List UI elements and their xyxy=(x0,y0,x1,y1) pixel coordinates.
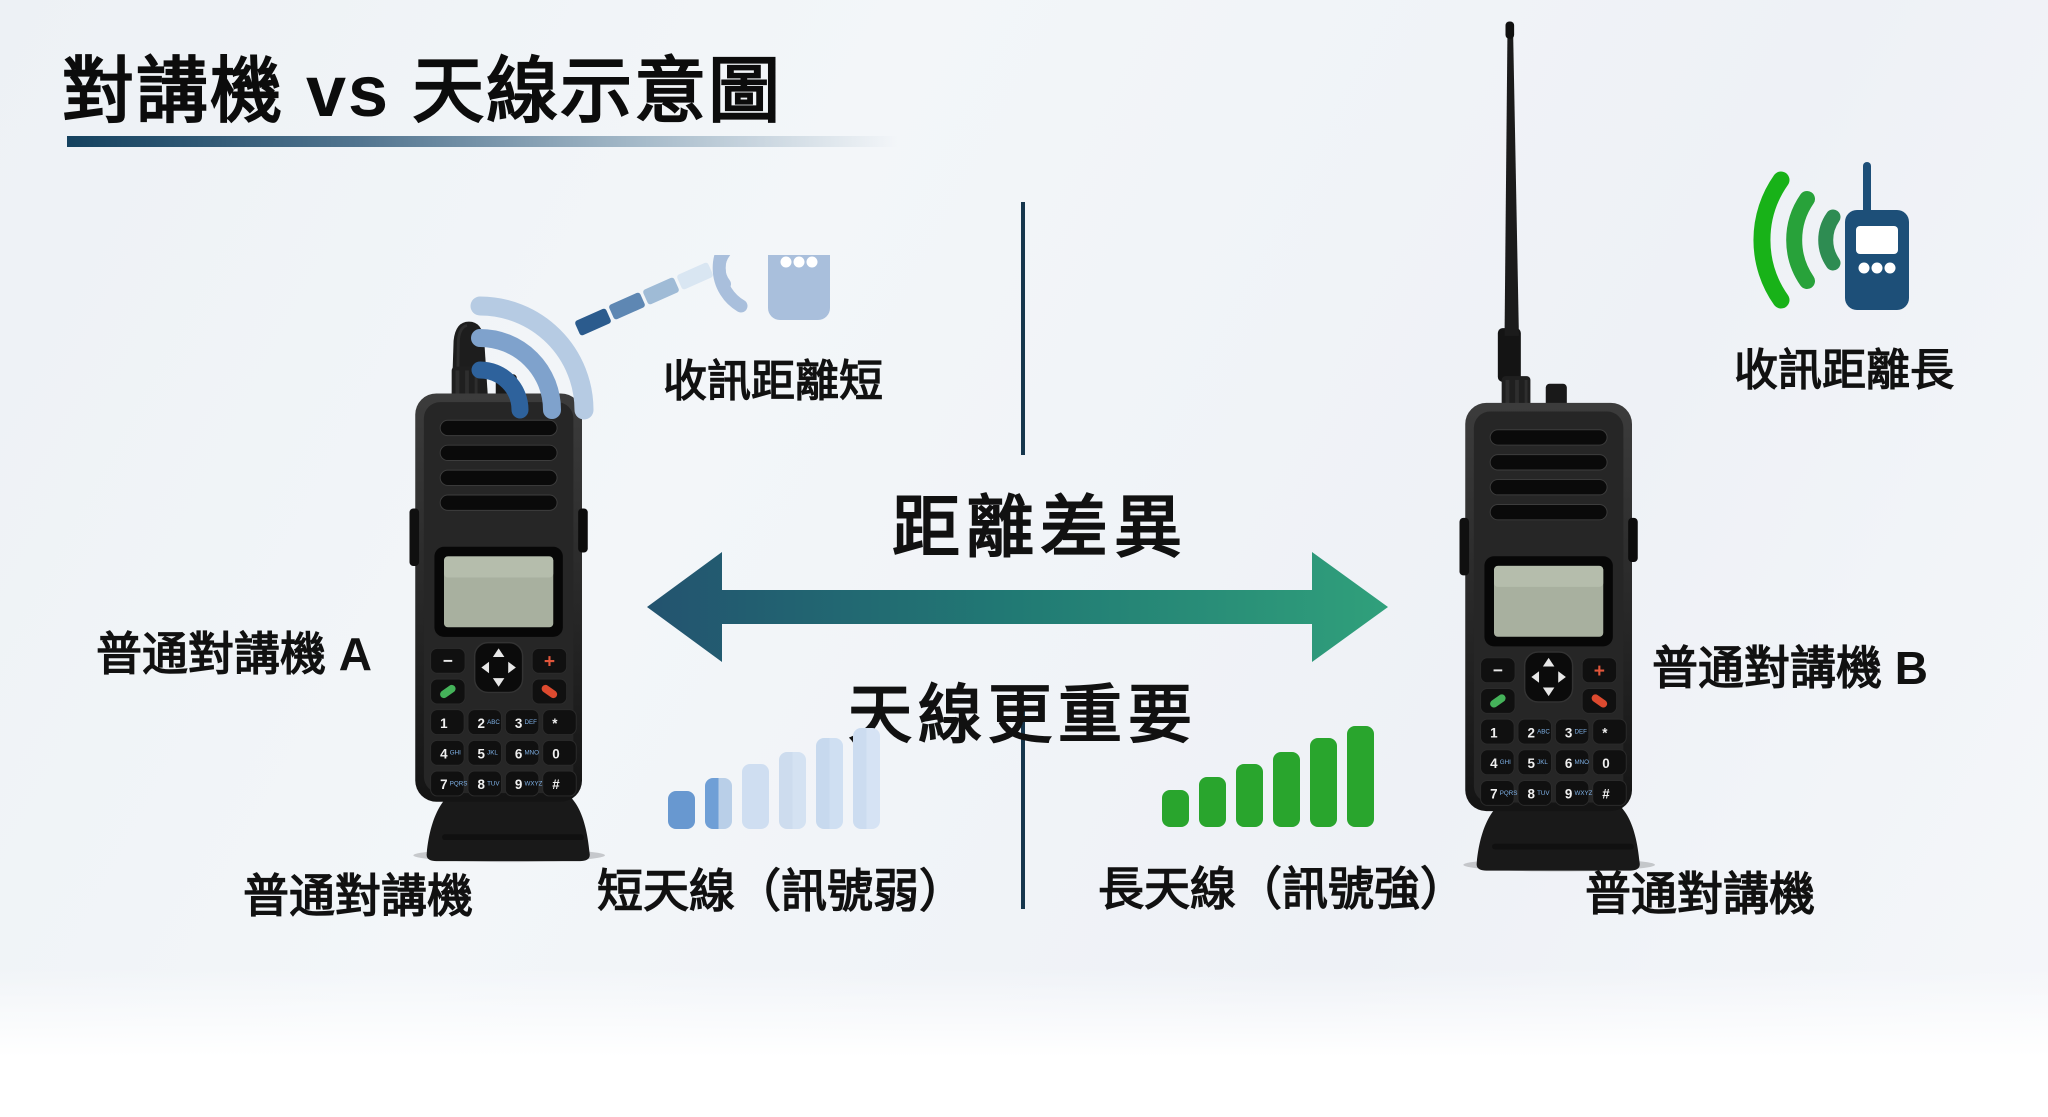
long-reception-label: 收訊距離長 xyxy=(1734,346,1954,395)
short-antenna-label: 短天線（訊號弱） xyxy=(597,865,965,917)
long-antenna-base xyxy=(1497,328,1521,382)
title-underline xyxy=(67,136,897,147)
background-sweep xyxy=(0,967,2048,1117)
strong-signal-bars xyxy=(1162,725,1374,827)
radio-waves-icon xyxy=(1753,171,1841,309)
right-reception-icons xyxy=(1753,162,1909,310)
signal-bar xyxy=(1273,752,1300,827)
signal-bar xyxy=(853,728,880,829)
small-waves-icon xyxy=(712,255,748,313)
long-antenna xyxy=(1504,34,1519,336)
signal-bar xyxy=(1347,726,1374,827)
signal-bar xyxy=(779,752,806,829)
signal-bar xyxy=(816,738,843,829)
signal-bar xyxy=(1162,790,1189,827)
weak-signal-bars xyxy=(668,727,880,829)
walkie-talkie-icon xyxy=(1845,162,1909,310)
device-b-caption: 普通對講機 xyxy=(1585,868,1815,920)
center-divider-top xyxy=(1021,202,1025,455)
radio-waves-icon xyxy=(470,296,594,420)
device-b-label: 普通對講機 B xyxy=(1652,642,1928,694)
signal-bar xyxy=(742,764,769,829)
walkie-talkie-icon xyxy=(768,255,830,320)
signal-bar xyxy=(668,791,695,829)
long-antenna-label: 長天線（訊號強） xyxy=(1098,863,1466,915)
signal-bar xyxy=(1310,738,1337,827)
dashed-signal-path-icon xyxy=(575,262,713,336)
device-a-caption: 普通對講機 xyxy=(243,870,473,922)
page-title: 對講機 vs 天線示意圖 xyxy=(62,52,783,132)
distance-difference-label: 距離差異 xyxy=(891,490,1189,566)
device-a-label: 普通對講機 A xyxy=(96,628,372,680)
center-divider-bottom xyxy=(1021,711,1025,909)
left-reception-icons xyxy=(470,255,830,420)
antenna-matters-label: 天線更重要 xyxy=(848,679,1198,751)
short-reception-label: 收訊距離短 xyxy=(663,357,883,406)
signal-bar xyxy=(1199,777,1226,827)
signal-bar xyxy=(1236,764,1263,827)
signal-bar xyxy=(705,778,732,829)
double-headed-arrow-icon xyxy=(647,552,1388,662)
walkie-talkie-b xyxy=(1458,21,1656,873)
